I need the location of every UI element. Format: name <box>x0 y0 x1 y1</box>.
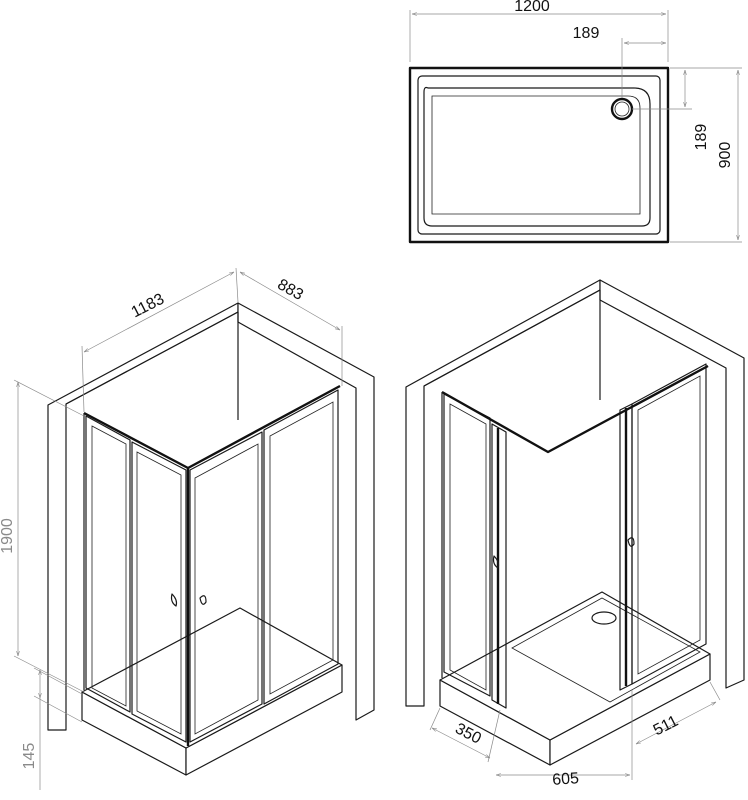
side-open-door[interactable] <box>619 403 633 691</box>
front-fixed-panel <box>443 393 491 697</box>
dimension-base-height: 145 <box>21 743 38 770</box>
drain-inner-ring <box>614 101 630 117</box>
front-sliding-door[interactable] <box>131 441 187 743</box>
dimension-enclosure-length: 1183 <box>129 291 167 322</box>
dimension-drain-offset-y: 189 <box>693 124 710 151</box>
tray-inner-rim <box>417 75 661 235</box>
front-open-door[interactable] <box>491 423 507 709</box>
tray-basin-outline <box>423 86 651 227</box>
dimension-front-width: 605 <box>552 770 580 789</box>
dimension-line-1183 <box>84 272 234 352</box>
tray-base-top <box>439 591 711 741</box>
side-fixed-panel <box>263 389 339 705</box>
tray-outer-rim <box>408 66 670 244</box>
dimension-enclosure-depth: 883 <box>274 276 306 304</box>
tray-basin-inner-contour <box>431 95 641 215</box>
tray-plan-view: 1200 189 189 900 <box>408 0 742 244</box>
dimension-drain-offset-x: 189 <box>573 25 600 42</box>
side-sliding-door[interactable] <box>189 431 263 743</box>
top-rail <box>441 364 709 454</box>
dimension-line-350 <box>432 728 490 758</box>
door-handle-icon[interactable] <box>199 595 207 605</box>
enclosure-open-view: 350 605 511 <box>405 279 745 789</box>
top-rail <box>83 384 341 470</box>
dimension-enclosure-height: 1900 <box>0 518 16 554</box>
dimension-tray-depth: 900 <box>717 142 734 169</box>
door-handle-icon[interactable] <box>170 593 178 607</box>
dimension-front-opening: 511 <box>651 713 682 740</box>
enclosure-closed-view: 1183 883 1900 145 <box>0 267 375 790</box>
dimension-line-883 <box>240 272 340 330</box>
dimension-line-511 <box>636 702 716 744</box>
front-fixed-panel <box>85 415 131 713</box>
door-handle-icon[interactable] <box>492 555 500 569</box>
door-handle-icon[interactable] <box>627 537 635 547</box>
dimension-tray-width: 1200 <box>514 0 550 15</box>
drain-icon <box>591 611 617 625</box>
tray-basin <box>511 597 701 703</box>
